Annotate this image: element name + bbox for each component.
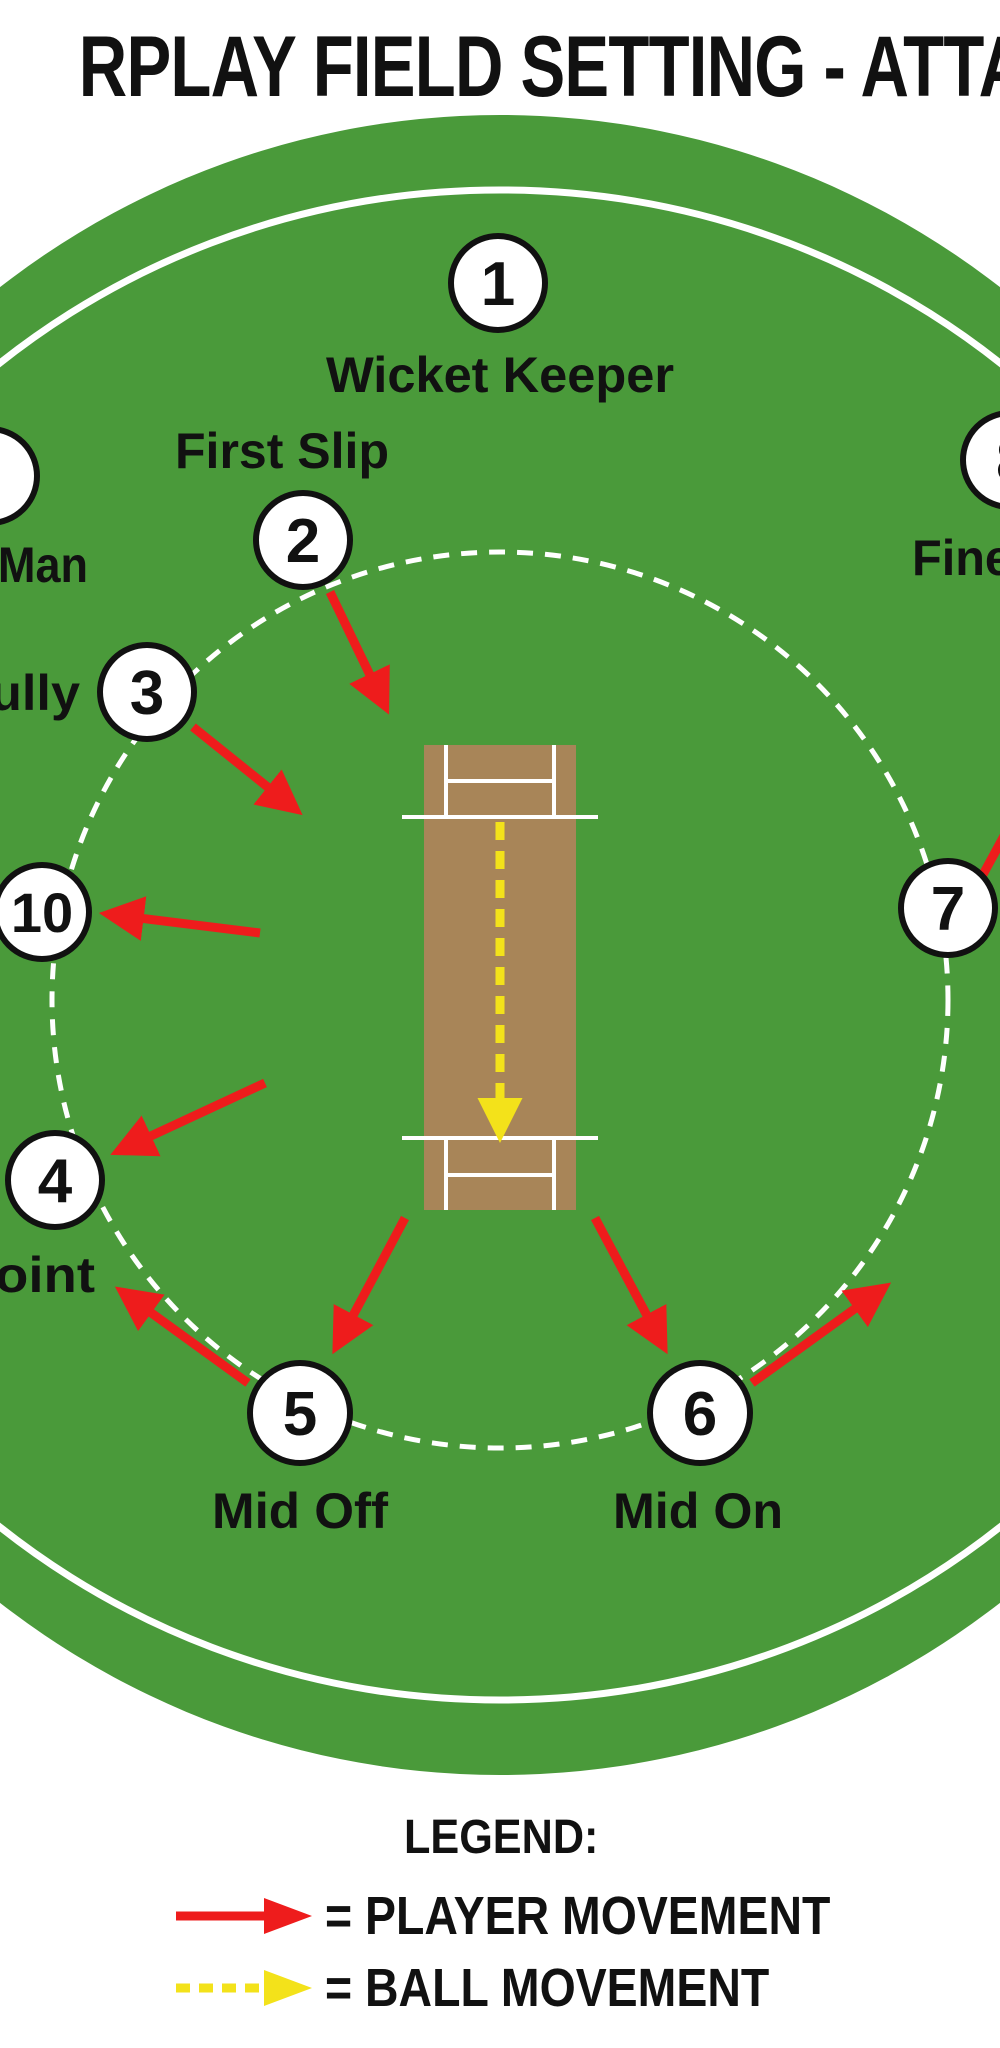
fielder-label-first-slip: First Slip <box>175 423 389 479</box>
legend-player-movement-text: = PLAYER MOVEMENT <box>325 1886 831 1946</box>
player-movement-arrow <box>976 833 1000 883</box>
fielder-9-marker <box>0 427 40 525</box>
svg-text:1: 1 <box>481 250 515 319</box>
player-movement-arrow <box>190 723 303 816</box>
player-movement-arrow <box>749 1282 892 1387</box>
fielder-label-man: Man <box>0 537 88 593</box>
legend-ball-movement: = BALL MOVEMENT <box>172 1958 842 2018</box>
boundary-line <box>0 186 1000 1704</box>
player-movement-arrow <box>325 590 390 715</box>
crease-markings <box>402 745 598 1210</box>
fielder-label-gully: ully <box>0 665 80 721</box>
legend-title: LEGEND: <box>404 1811 599 1864</box>
fielder-label-mid-off: Mid Off <box>212 1483 388 1539</box>
svg-text:8: 8 <box>996 427 1000 496</box>
fielder-8-marker: 8 <box>960 411 1000 509</box>
fielder-7-marker: 7 <box>898 858 998 958</box>
player-movement-arrow <box>332 1215 409 1355</box>
svg-text:2: 2 <box>286 507 320 576</box>
red-solid-arrow-icon <box>176 1898 312 1934</box>
fielder-6-marker: 6 <box>647 1360 753 1466</box>
fielder-label-wicket-keeper: Wicket Keeper <box>326 347 674 403</box>
player-movement-arrow <box>591 1215 668 1355</box>
fielder-2-marker: 2 <box>253 490 353 590</box>
fielder-label-mid-on: Mid On <box>613 1483 783 1539</box>
fielder-label-point: oint <box>0 1247 95 1303</box>
diagram-title: RPLAY FIELD SETTING - ATTA <box>78 19 1000 115</box>
cricket-field: 1 2 3 10 4 5 6 7 <box>0 115 1000 1775</box>
player-movement-arrow <box>98 896 261 941</box>
yellow-dashed-arrow-icon <box>176 1970 312 2006</box>
fielder-4-marker: 4 <box>5 1130 105 1230</box>
svg-text:3: 3 <box>130 659 164 728</box>
svg-text:7: 7 <box>931 875 965 944</box>
legend-player-movement: = PLAYER MOVEMENT <box>172 1886 913 1946</box>
svg-text:5: 5 <box>283 1380 317 1449</box>
fielder-3-marker: 3 <box>97 642 197 742</box>
legend-ball-movement-text: = BALL MOVEMENT <box>325 1958 770 2018</box>
inner-circle <box>49 549 951 1451</box>
fielder-10-marker: 10 <box>0 862 92 962</box>
svg-text:10: 10 <box>11 881 73 944</box>
svg-text:6: 6 <box>683 1380 717 1449</box>
fielder-1-marker: 1 <box>448 233 548 333</box>
fielder-5-marker: 5 <box>247 1360 353 1466</box>
player-movement-arrow <box>114 1286 251 1387</box>
fielder-label-fine: Fine <box>912 530 1000 586</box>
player-movement-arrow <box>110 1078 267 1157</box>
svg-text:4: 4 <box>38 1147 73 1216</box>
